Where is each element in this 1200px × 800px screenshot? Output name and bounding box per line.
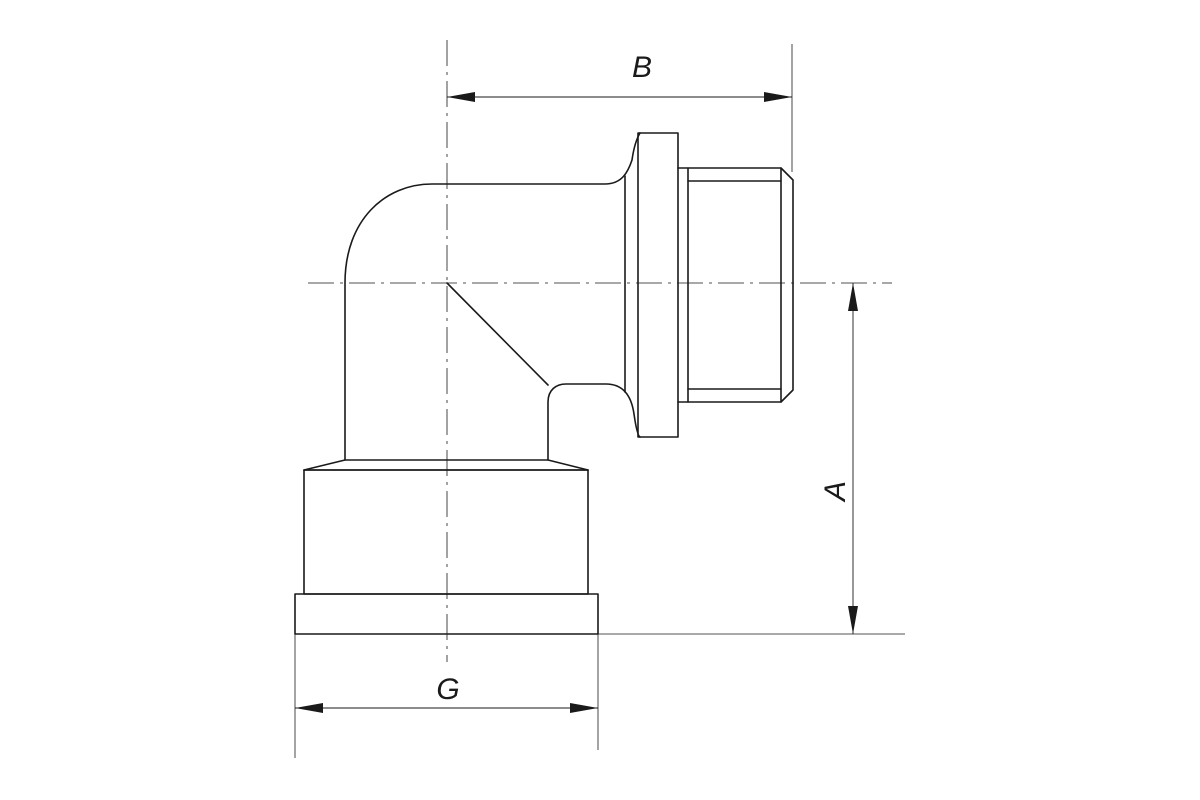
dimension-g-label: G xyxy=(436,673,459,706)
dimension-b: B xyxy=(447,44,793,172)
mitre-line xyxy=(446,282,549,386)
dimension-a: A xyxy=(598,283,905,635)
dimension-a-arrow-top xyxy=(848,283,858,311)
male-thread xyxy=(677,167,794,403)
dimension-b-arrow-left xyxy=(447,92,475,102)
fitting-outline xyxy=(294,132,794,635)
nut-base-flange xyxy=(294,593,599,635)
bottom-nut xyxy=(294,459,599,635)
dimension-b-arrow-right xyxy=(764,92,792,102)
nut-body xyxy=(303,469,589,595)
dimension-g-arrow-right xyxy=(570,703,598,713)
flange xyxy=(637,132,679,438)
center-lines xyxy=(308,40,892,662)
dimension-a-label: A xyxy=(819,481,852,503)
elbow-inner-contour xyxy=(547,383,641,461)
dimension-g-arrow-left xyxy=(295,703,323,713)
elbow-outer-contour xyxy=(344,132,641,461)
nut-chamfer xyxy=(303,459,589,471)
dimension-g: G xyxy=(294,634,599,758)
thread-outline xyxy=(677,167,794,403)
dimension-b-label: B xyxy=(632,51,652,84)
dimension-a-arrow-bottom xyxy=(848,606,858,634)
